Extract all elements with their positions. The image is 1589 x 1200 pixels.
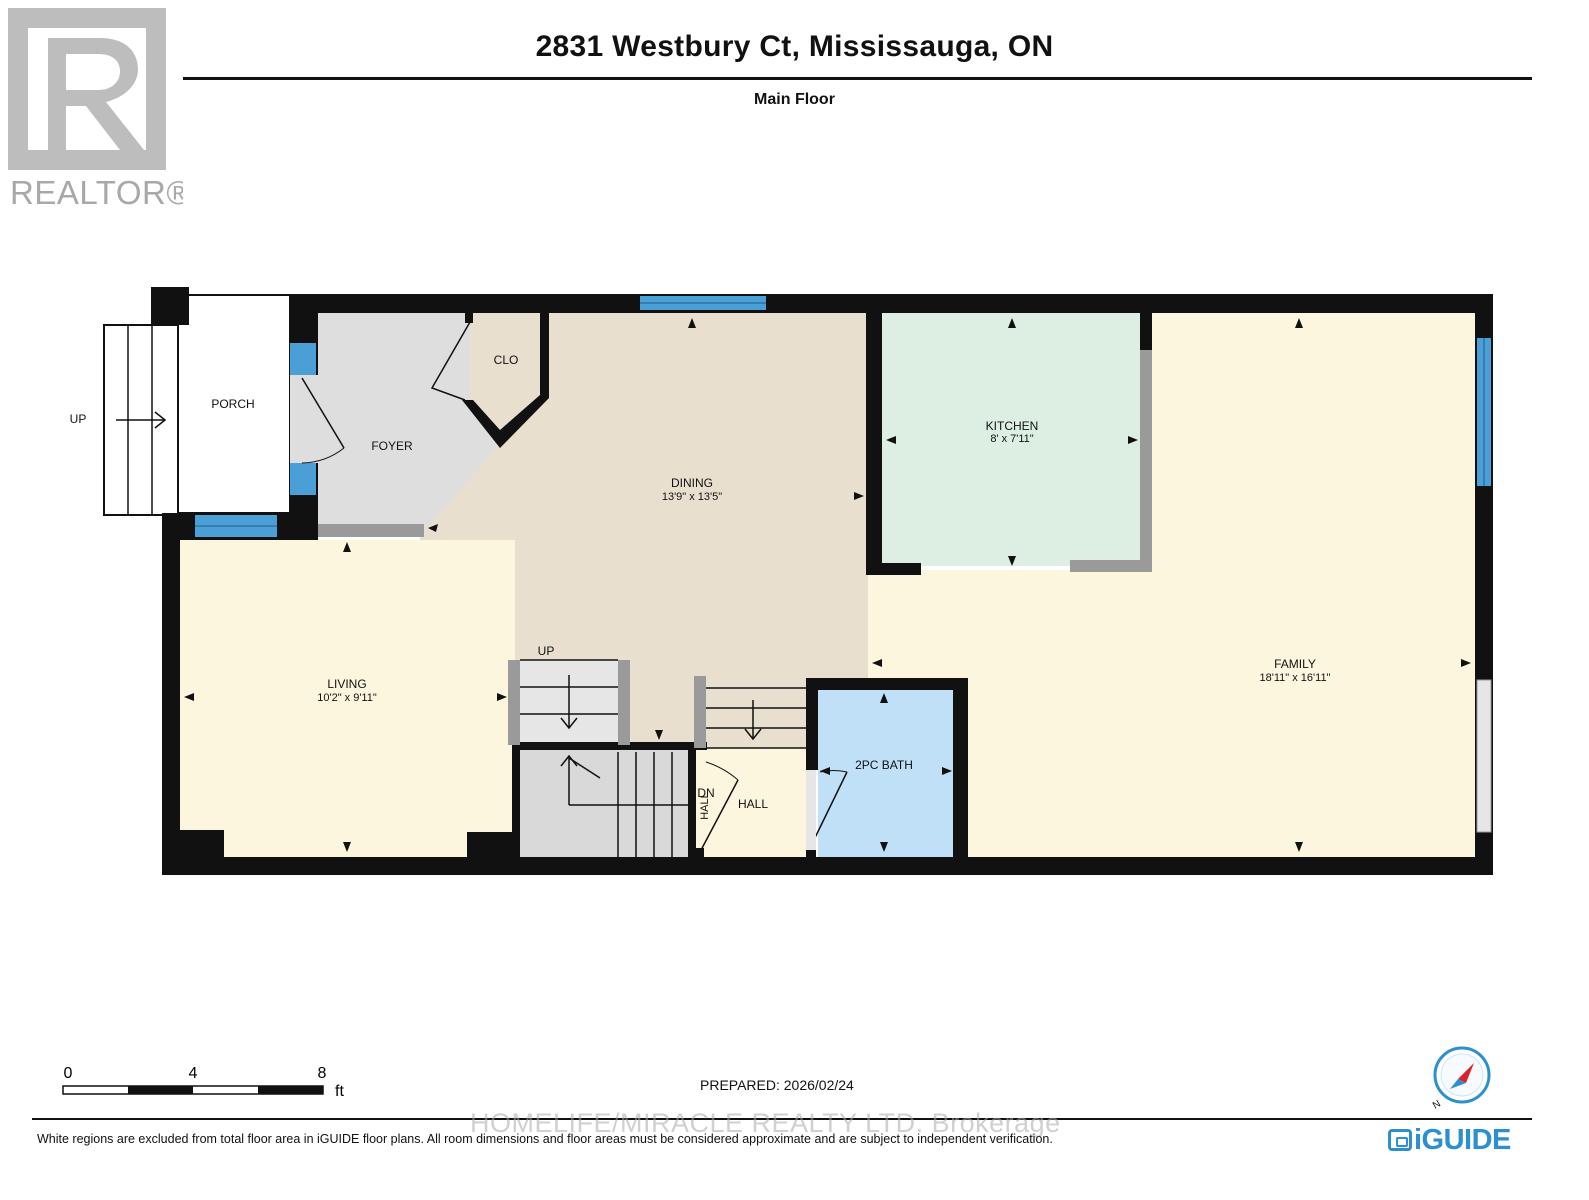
- stairs-upper-fill: [512, 660, 630, 745]
- room-dining-label: DINING: [671, 476, 713, 490]
- iguide-brand-text: iGUIDE: [1414, 1124, 1511, 1156]
- room-hall-label: HALL: [738, 797, 768, 811]
- room-kitchen-dims: 8' x 7'11": [990, 433, 1033, 445]
- realtor-brand-text: REALTOR®: [10, 174, 183, 211]
- stairs-fill: [520, 748, 690, 858]
- room-bath-label: 2PC BATH: [855, 758, 913, 772]
- wall-left: [162, 513, 180, 875]
- hall-vertical-label: HALL: [699, 792, 711, 820]
- prepared-date: PREPARED: 2026/02/24: [700, 1077, 854, 1093]
- room-family-fill: [868, 313, 1475, 858]
- room-closet-fill: [475, 313, 545, 405]
- room-living-dims: 10'2" x 9'11": [317, 692, 377, 704]
- room-closet-label: CLO: [494, 353, 519, 367]
- stairs-porch-up-label: UP: [70, 412, 87, 426]
- disclaimer-text: White regions are excluded from total fl…: [37, 1132, 1053, 1146]
- window-porch-lower: [290, 463, 316, 495]
- floor-subtitle: Main Floor: [754, 91, 835, 108]
- stairs-inner-up-label: UP: [538, 644, 555, 658]
- stairs-down-label: DN: [697, 786, 714, 800]
- window-porch-upper: [290, 343, 316, 375]
- room-foyer-fill: [318, 313, 497, 525]
- room-hall-fill: [696, 748, 808, 858]
- iguide-mark-icon: [1388, 1129, 1412, 1151]
- page-title: 2831 Westbury Ct, Mississauga, ON: [535, 30, 1054, 63]
- iguide-logo: iGUIDE: [1388, 1124, 1511, 1157]
- room-living-label: LIVING: [327, 677, 366, 691]
- compass-icon: N: [1431, 1046, 1491, 1112]
- wall-bottom: [162, 857, 1493, 875]
- room-dining-dims: 13'9" x 13'5": [662, 491, 722, 503]
- footer-divider: [32, 1118, 1532, 1120]
- title-divider: [183, 77, 1532, 80]
- room-porch-label: PORCH: [211, 397, 254, 411]
- room-family-dims: 18'11" x 16'11": [1260, 672, 1331, 684]
- room-kitchen-fill: [882, 313, 1144, 566]
- scale-tick-8: 8: [318, 1065, 327, 1082]
- room-kitchen-label: KITCHEN: [986, 419, 1039, 433]
- scale-bar: 0 4 8 ft: [62, 1065, 344, 1100]
- dimension-markers: [184, 318, 1471, 852]
- realtor-r-icon: [8, 8, 166, 170]
- scale-unit-label: ft: [335, 1083, 344, 1100]
- room-family-label: FAMILY: [1274, 657, 1316, 671]
- room-living-fill: [180, 540, 515, 857]
- wall-top: [290, 294, 1493, 313]
- room-bath-fill: [818, 690, 953, 858]
- brokerage-watermark: HOMELIFE/MIRACLE REALTY LTD. Brokerage: [470, 1108, 1061, 1138]
- scale-tick-0: 0: [64, 1065, 73, 1082]
- compass-north-label: N: [1431, 1098, 1443, 1111]
- scale-tick-4: 4: [189, 1065, 198, 1082]
- room-foyer-label: FOYER: [371, 439, 413, 453]
- realtor-logo: REALTOR®: [8, 8, 183, 211]
